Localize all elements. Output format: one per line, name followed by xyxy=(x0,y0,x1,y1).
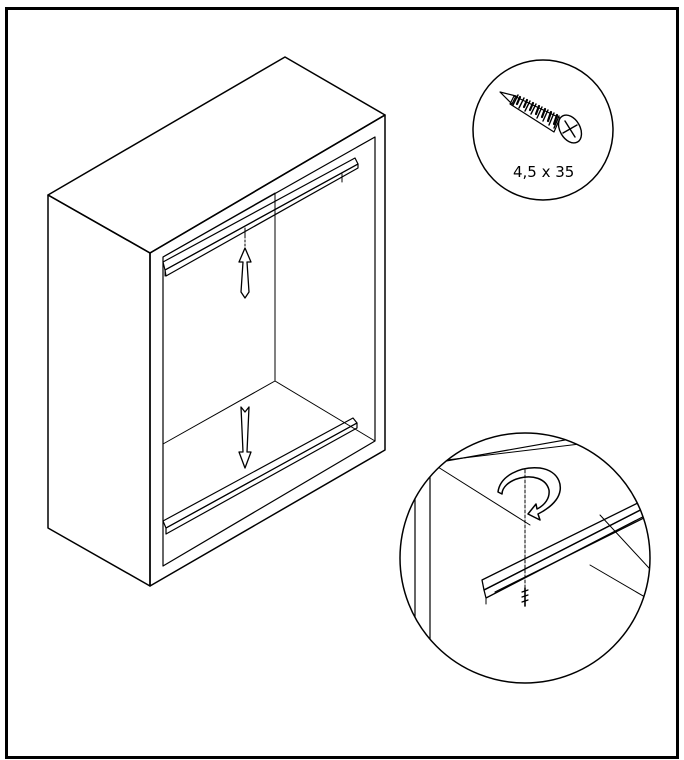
rail-fixing-detail-circle xyxy=(399,432,651,684)
screw-detail: 4,5 x 35 xyxy=(472,59,614,201)
cabinet-front-frame xyxy=(149,114,386,587)
detail-screw-icon xyxy=(521,587,529,607)
detail-floor-edge xyxy=(589,564,650,601)
screw-size-label: 4,5 x 35 xyxy=(513,163,574,181)
floor-edge xyxy=(274,380,376,442)
wardrobe-cabinet xyxy=(47,56,386,587)
detail-rail xyxy=(481,491,650,605)
bottom-rail xyxy=(162,417,358,535)
top-rail xyxy=(162,157,359,277)
screw-detail-circle xyxy=(472,59,614,201)
detail-inner-corner xyxy=(429,461,531,526)
top-inner-edge xyxy=(356,136,376,148)
rotate-screwdriver-icon xyxy=(497,467,561,521)
up-arrow-icon xyxy=(238,235,252,299)
down-arrow-icon xyxy=(238,406,252,469)
phillips-screw-icon xyxy=(499,91,583,144)
